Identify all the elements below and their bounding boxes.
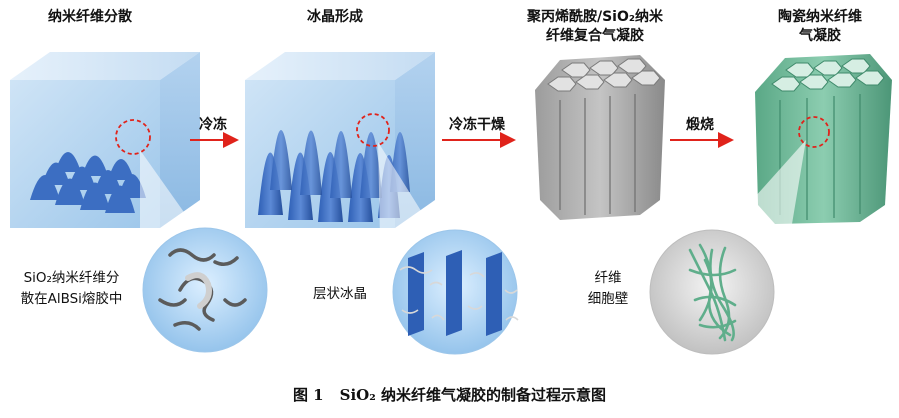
arrow-label-freeze-dry: 冷冻干燥	[449, 117, 505, 133]
dispersion-cube	[10, 52, 200, 228]
stage-title-ice: 冰晶形成	[307, 9, 363, 25]
zoom-circle-ice	[392, 229, 519, 355]
zoom-beam-2	[378, 142, 438, 238]
zoom-circle-wall	[649, 229, 775, 355]
caption-text: SiO₂ 纳米纤维气凝胶的制备过程示意图	[339, 386, 607, 404]
stage-title-ceramic: 陶瓷纳米纤维 气凝胶	[778, 9, 862, 44]
note-ice: 层状冰晶	[313, 286, 367, 302]
highlight-circle-1	[115, 119, 151, 155]
composite-aerogel-honeycomb	[535, 55, 665, 220]
caption-number: 图 1	[292, 386, 324, 404]
highlight-circle-2	[356, 113, 390, 147]
note-wall: 纤维 细胞壁	[587, 270, 629, 307]
figure-caption: 图 1 SiO₂ 纳米纤维气凝胶的制备过程示意图	[0, 384, 899, 405]
arrow-label-freeze: 冷冻	[199, 117, 227, 133]
zoom-circle-dispersion	[142, 227, 268, 353]
highlight-circle-3	[798, 116, 830, 148]
stage-title-dispersion: 纳米纤维分散	[48, 9, 132, 25]
stage-title-composite: 聚丙烯酰胺/SiO₂纳米 纤维复合气凝胶	[526, 9, 664, 44]
ice-cube	[245, 52, 435, 228]
zoom-beam-3	[720, 140, 806, 236]
arrow-label-calcine: 煅烧	[686, 117, 714, 133]
note-dispersion: SiO₂纳米纤维分 散在AlBSi熔胶中	[20, 270, 123, 307]
zoom-beam-1	[140, 150, 198, 232]
